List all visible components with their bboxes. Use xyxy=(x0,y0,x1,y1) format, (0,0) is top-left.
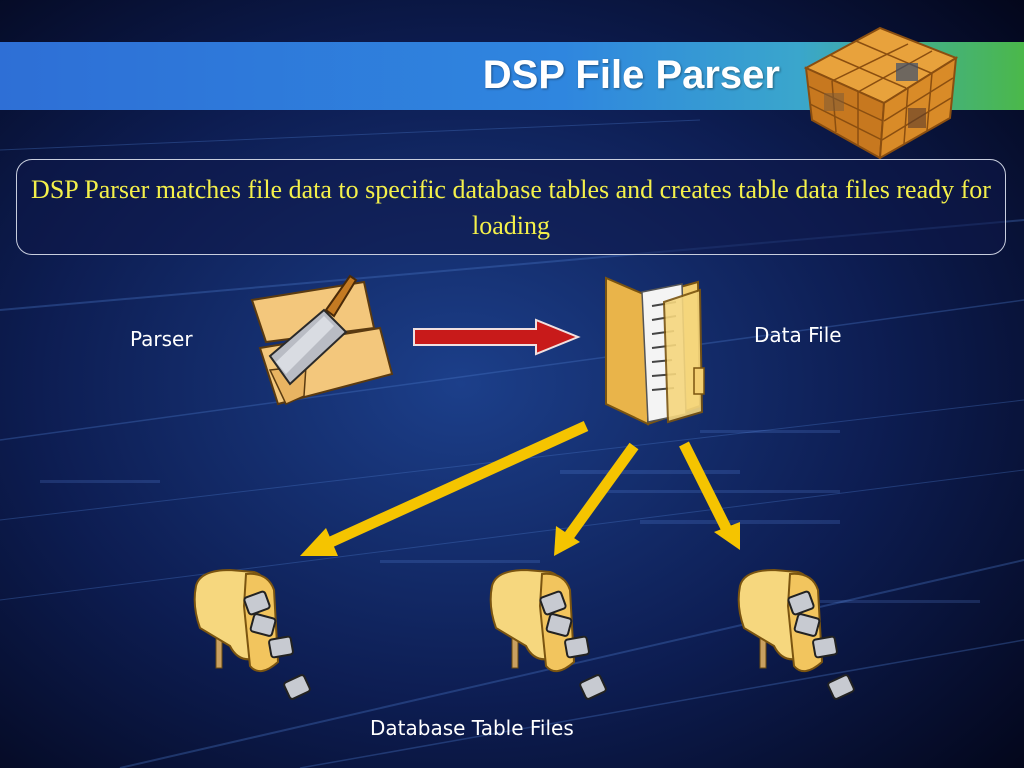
database-table-files-label: Database Table Files xyxy=(370,716,574,740)
arrow-to-table-1 xyxy=(319,420,589,552)
arrow-to-table-2 xyxy=(561,442,639,544)
folder-icon xyxy=(605,276,705,426)
description-text: DSP Parser matches file data to specific… xyxy=(31,175,991,240)
flow-arrow xyxy=(413,318,581,356)
mailbox-icon xyxy=(489,568,607,700)
description-box xyxy=(16,159,1006,255)
slide-title: DSP File Parser xyxy=(482,53,780,97)
arrow-to-table-2-head xyxy=(554,526,580,556)
data-file-label: Data File xyxy=(754,323,842,347)
arrow-to-table-3-head xyxy=(714,522,740,550)
cube-logo-icon xyxy=(803,26,959,160)
arrow-to-table-3 xyxy=(679,441,733,535)
mailbox-icon xyxy=(193,568,311,700)
mailbox-icon xyxy=(737,568,855,700)
arrow-to-table-1-head xyxy=(300,528,338,556)
cleaver-icon xyxy=(250,274,394,406)
parser-label: Parser xyxy=(130,327,193,351)
